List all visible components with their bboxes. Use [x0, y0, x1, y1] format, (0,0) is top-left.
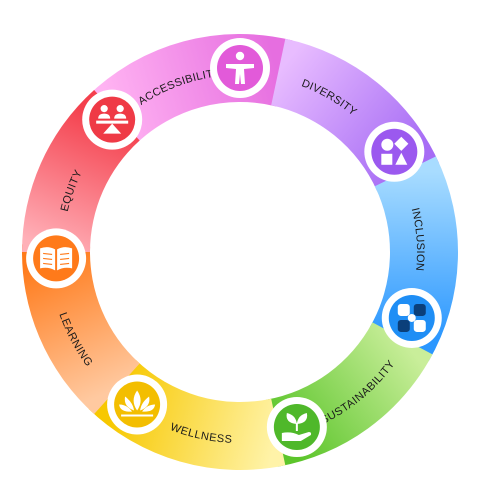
balance-scale-icon [82, 89, 143, 150]
plant-in-hand-icon [266, 396, 327, 457]
wheel-icons [26, 38, 442, 457]
open-book-icon [26, 228, 87, 289]
wheel-segments [21, 33, 459, 470]
joined-hands-icon [381, 287, 442, 348]
shapes-icon [364, 121, 425, 182]
lotus-icon [107, 374, 168, 435]
accessibility-person-icon [210, 38, 270, 98]
